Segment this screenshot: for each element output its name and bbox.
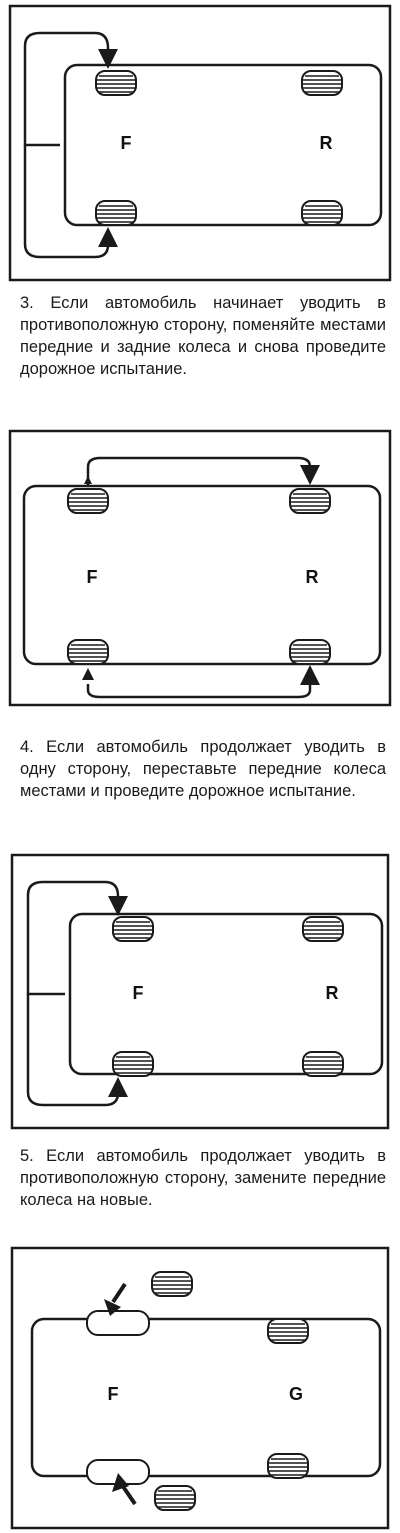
front-left-wheel [67,488,109,514]
step-4-number: 4. [20,738,34,756]
front-axle-label: F [108,1384,119,1404]
front-left-wheel [112,916,154,942]
diagram-2-frame [8,429,392,707]
step-5-body: Если автомобиль продолжает уводить в про… [20,1147,387,1209]
install-arrow-top [111,1282,127,1304]
install-arrow-bottom [120,1483,137,1506]
step-5-number: 5. [20,1147,34,1165]
step-3-number: 3. [20,294,34,312]
front-axle-label: F [121,133,132,153]
rear-axle-label: G [289,1384,303,1404]
rear-right-wheel [301,200,343,226]
front-axle-label: F [87,567,98,587]
diagram-1-frame [8,4,392,282]
front-right-wheel [95,200,137,226]
step-3-body: Если автомобиль начинает уводить в проти… [20,294,386,378]
rear-axle-label: R [320,133,333,153]
car-body [63,63,383,227]
swap-arrow-lower [23,145,118,259]
car-body [30,1317,382,1478]
rear-right-wheel [289,639,331,665]
front-left-wheel [95,70,137,96]
swap-arrow-top [86,456,320,486]
new-front-right-wheel [154,1485,196,1511]
front-right-wheel [112,1051,154,1077]
swap-arrow-top-left-head [84,476,92,484]
step-3-text: 3. Если автомобиль начинает уводить в пр… [20,292,386,380]
rear-right-wheel [302,1051,344,1077]
rear-left-wheel [267,1318,309,1344]
diagram-4: F G [10,1246,390,1530]
swap-arrow-upper [23,31,118,147]
step-4-text: 4. Если автомобиль продолжает уводить в … [20,736,386,802]
swap-arrow-bottom-left-head [82,668,94,680]
diagram-3: F R [10,853,390,1130]
swap-arrow-lower [26,994,128,1107]
diagram-2: F R [8,429,392,707]
rear-left-wheel [301,70,343,96]
rear-left-wheel [302,916,344,942]
step-5-text: 5. Если автомобиль продолжает уводить в … [20,1145,386,1211]
front-axle-label: F [133,983,144,1003]
diagram-3-frame [10,853,390,1130]
rear-axle-label: R [306,567,319,587]
install-arrow-top-head [104,1299,121,1316]
diagram-1: F R [8,4,392,282]
swap-arrow-bottom [86,665,320,699]
front-left-empty-hub [86,1310,150,1336]
install-arrow-bottom-head [112,1473,129,1492]
rear-right-wheel [267,1453,309,1479]
rear-left-wheel [289,488,331,514]
swap-arrow-upper [26,880,128,996]
car-body [68,912,384,1076]
car-body [22,484,382,666]
new-front-left-wheel [151,1271,193,1297]
rear-axle-label: R [326,983,339,1003]
diagram-4-frame [10,1246,390,1530]
step-4-body: Если автомобиль продолжает уводить в одн… [20,738,387,800]
front-right-wheel [67,639,109,665]
